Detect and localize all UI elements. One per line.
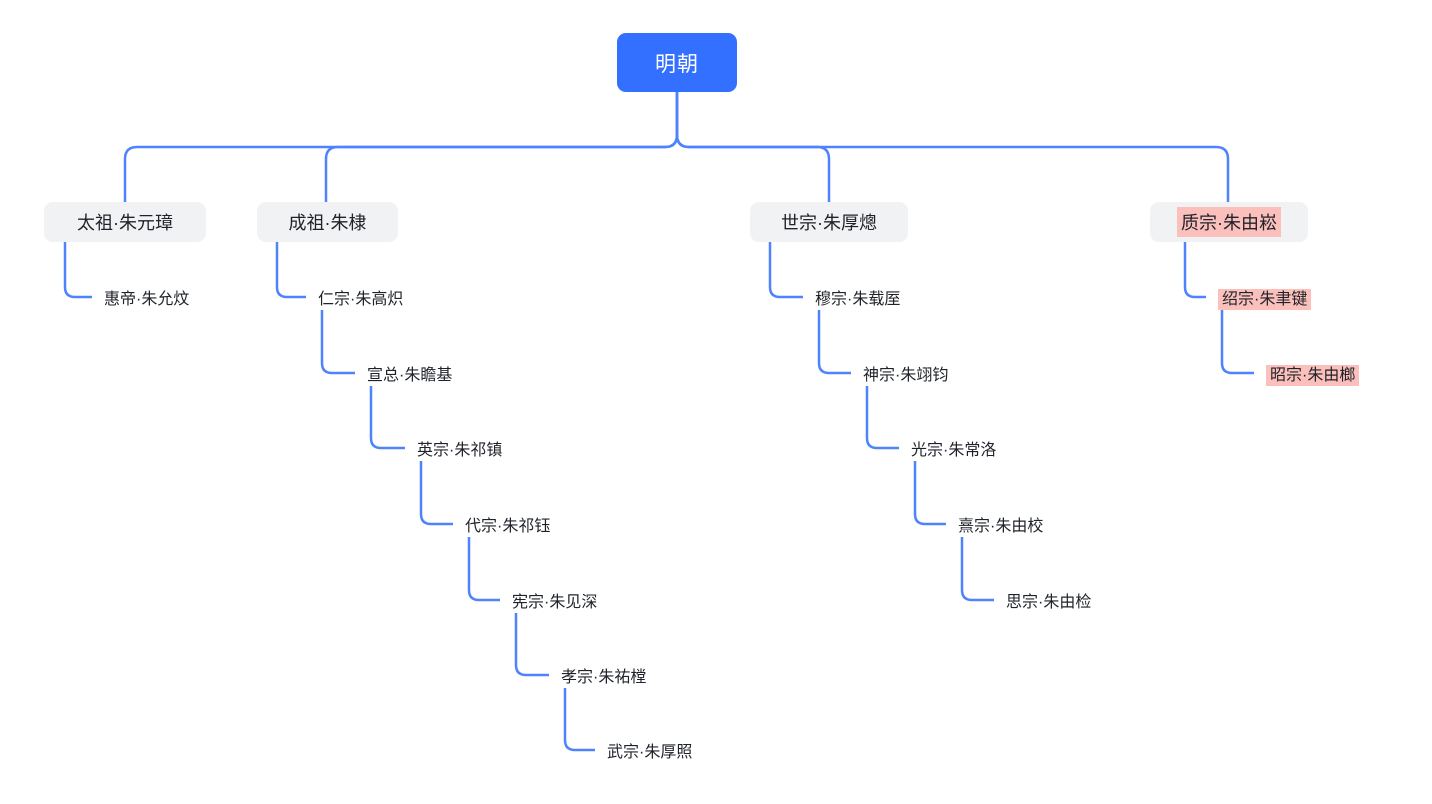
- highlighted-label: 质宗·朱由崧: [1177, 207, 1281, 237]
- node-branch-2-child-1[interactable]: 神宗·朱翊钧: [863, 367, 949, 384]
- connector-line: [467, 537, 500, 602]
- connector-line: [563, 688, 595, 752]
- connector-line: [419, 461, 453, 526]
- connector-line: [1183, 242, 1206, 299]
- connector-line: [63, 242, 92, 299]
- connector-line: [817, 310, 851, 375]
- connector-line: [675, 92, 1230, 202]
- node-branch-1-child-2[interactable]: 英宗·朱祁镇: [417, 442, 503, 459]
- node-branch-2[interactable]: 世宗·朱厚熜: [750, 202, 908, 242]
- connector-line: [960, 537, 994, 602]
- node-branch-3-child-0[interactable]: 绍宗·朱聿键: [1218, 285, 1312, 310]
- node-branch-2-child-0[interactable]: 穆宗·朱载厔: [815, 291, 901, 308]
- connector-line: [768, 242, 803, 299]
- connector-line: [320, 310, 355, 375]
- node-branch-2-child-3[interactable]: 熹宗·朱由校: [958, 518, 1044, 535]
- connector-line: [123, 92, 679, 202]
- node-branch-1-child-5[interactable]: 孝宗·朱祐樘: [561, 669, 647, 686]
- node-branch-2-child-2[interactable]: 光宗·朱常洛: [911, 442, 997, 459]
- node-branch-3-child-1[interactable]: 昭宗·朱由榔: [1266, 361, 1360, 386]
- node-branch-1-child-0[interactable]: 仁宗·朱高炽: [318, 291, 404, 308]
- node-branch-3[interactable]: 质宗·朱由崧: [1150, 202, 1308, 242]
- connector-line: [1220, 310, 1254, 375]
- root-node[interactable]: 明朝: [617, 33, 737, 92]
- connector-line: [514, 613, 549, 677]
- node-branch-1-child-1[interactable]: 宣总·朱瞻基: [367, 367, 453, 384]
- node-branch-1[interactable]: 成祖·朱棣: [257, 202, 398, 242]
- connector-line: [913, 461, 946, 526]
- node-branch-1-child-3[interactable]: 代宗·朱祁钰: [465, 518, 551, 535]
- highlighted-label: 昭宗·朱由榔: [1266, 365, 1360, 386]
- connector-line: [275, 242, 306, 299]
- node-branch-0[interactable]: 太祖·朱元璋: [44, 202, 206, 242]
- node-branch-0-child-0[interactable]: 惠帝·朱允炆: [104, 291, 190, 308]
- connector-line: [324, 92, 679, 202]
- node-branch-2-child-4[interactable]: 思宗·朱由检: [1006, 594, 1092, 611]
- connector-line: [675, 92, 831, 202]
- node-branch-1-child-4[interactable]: 宪宗·朱见深: [512, 594, 598, 611]
- node-branch-1-child-6[interactable]: 武宗·朱厚照: [607, 744, 693, 761]
- highlighted-label: 绍宗·朱聿键: [1218, 289, 1312, 310]
- connector-line: [865, 386, 899, 450]
- connector-line: [369, 386, 405, 450]
